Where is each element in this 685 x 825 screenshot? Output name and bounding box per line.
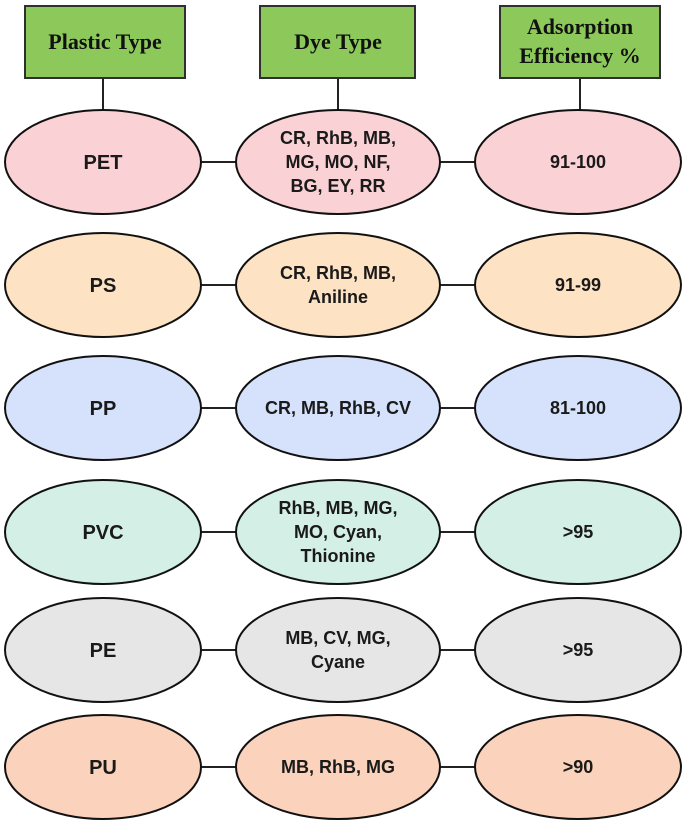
- plastic-label: PS: [90, 275, 117, 297]
- dye-ellipse: [235, 714, 441, 820]
- dye-label-line: CR, RhB, MB,: [280, 263, 396, 283]
- dye-label-line: MB, CV, MG,: [285, 628, 390, 648]
- row-pu: PU MB, RhB, MG >90: [4, 714, 682, 820]
- dye-label-line: Thionine: [301, 546, 376, 566]
- header-dye-type-box: [259, 5, 416, 79]
- header-plastic-type-label: Plastic Type: [48, 29, 162, 54]
- dye-label-line: CR, MB, RhB, CV: [265, 398, 411, 418]
- plastic-ellipse: [4, 109, 202, 215]
- diagram-rows: PET CR, RhB, MB, MG, MO, NF, BG, EY, RR 91-1…: [4, 109, 682, 820]
- header-adsorption-efficiency-box: [499, 5, 661, 79]
- dye-ellipse: [235, 109, 441, 215]
- dye-label-line: Cyane: [311, 652, 365, 672]
- row-pe: PE MB, CV, MG, Cyane >95: [4, 597, 682, 703]
- row-pp: PP CR, MB, RhB, CV 81-100: [4, 355, 682, 461]
- plastic-label: PE: [90, 640, 117, 662]
- plastic-ellipse: [4, 479, 202, 585]
- dye-label-line: Aniline: [308, 287, 368, 307]
- efficiency-ellipse: [474, 232, 682, 338]
- dye-label-line: BG, EY, RR: [290, 176, 385, 196]
- header-efficiency-line2: Efficiency %: [519, 43, 641, 68]
- efficiency-label: >95: [563, 522, 594, 542]
- efficiency-ellipse: [474, 714, 682, 820]
- efficiency-ellipse: [474, 479, 682, 585]
- header-plastic-type-box: [24, 5, 186, 79]
- row-pvc: PVC RhB, MB, MG, MO, Cyan, Thionine >95: [4, 479, 682, 585]
- efficiency-label: >90: [563, 757, 594, 777]
- plastic-ellipse: [4, 232, 202, 338]
- header-dye-type: Dye Type: [259, 5, 416, 79]
- efficiency-label: 91-99: [555, 275, 601, 295]
- dye-label-line: CR, RhB, MB,: [280, 128, 396, 148]
- plastic-label: PVC: [82, 522, 123, 544]
- row-pet: PET CR, RhB, MB, MG, MO, NF, BG, EY, RR 91-1…: [4, 109, 682, 215]
- plastic-ellipse: [4, 597, 202, 703]
- efficiency-label: 81-100: [550, 398, 606, 418]
- dye-label-line: MO, Cyan,: [294, 522, 382, 542]
- efficiency-ellipse: [474, 355, 682, 461]
- dye-ellipse: [235, 232, 441, 338]
- efficiency-ellipse: [474, 597, 682, 703]
- dye-label-line: MG, MO, NF,: [286, 152, 391, 172]
- header-dye-type-label: Dye Type: [294, 29, 382, 54]
- dye-ellipse: [235, 597, 441, 703]
- header-plastic-type: Plastic Type: [24, 5, 186, 79]
- efficiency-label: 91-100: [550, 152, 606, 172]
- header-adsorption-efficiency: Adsorption Efficiency %: [499, 5, 661, 79]
- header-efficiency-line1: Adsorption: [527, 14, 633, 39]
- dye-label-line: MB, RhB, MG: [281, 757, 395, 777]
- efficiency-ellipse: [474, 109, 682, 215]
- plastic-label: PET: [84, 152, 123, 174]
- dye-ellipse: [235, 479, 441, 585]
- plastic-label: PP: [90, 398, 117, 420]
- plastic-ellipse: [4, 355, 202, 461]
- row-ps: PS CR, RhB, MB, Aniline 91-99: [4, 232, 682, 338]
- plastic-ellipse: [4, 714, 202, 820]
- dye-label-line: RhB, MB, MG,: [279, 498, 398, 518]
- efficiency-label: >95: [563, 640, 594, 660]
- dye-ellipse: [235, 355, 441, 461]
- plastic-label: PU: [89, 757, 117, 779]
